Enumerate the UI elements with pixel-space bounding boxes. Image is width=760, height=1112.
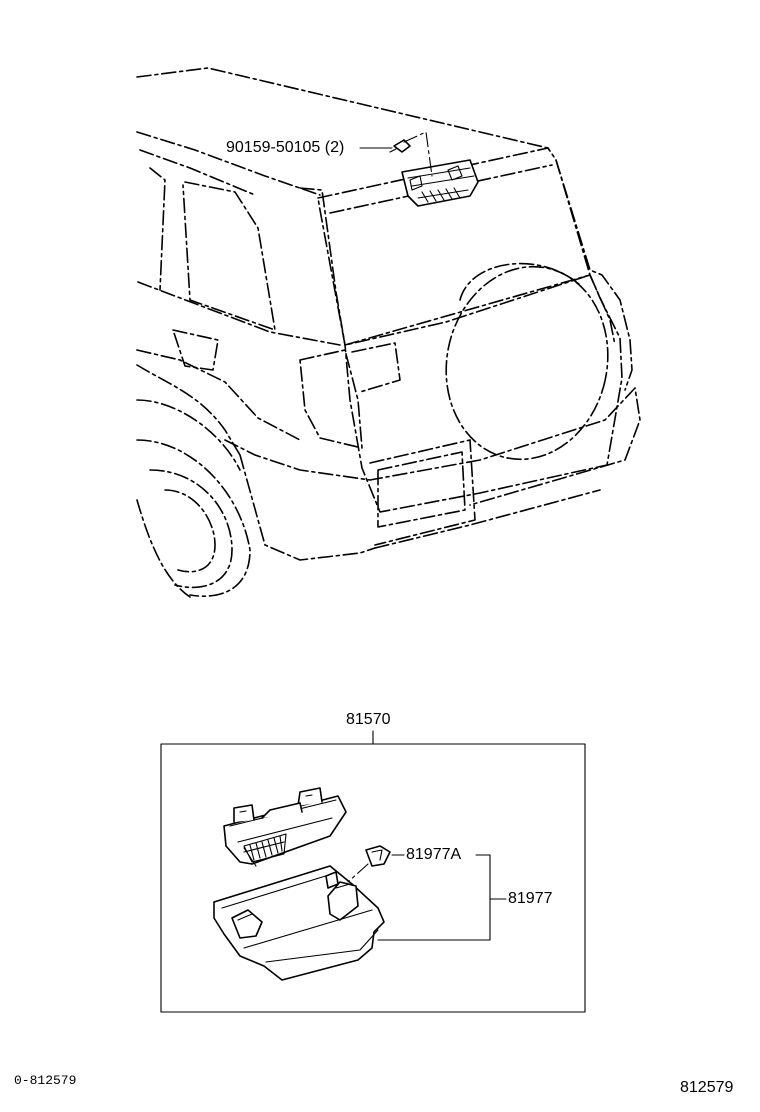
assembly-frame: [160, 743, 586, 1013]
cover-bracket: [377, 854, 491, 941]
footer-left-code: 0-812579: [14, 1073, 77, 1088]
bolt-icon: [389, 139, 411, 153]
bolt-phantom-leader: [403, 131, 433, 177]
installed-stop-lamp: [401, 159, 479, 207]
stop-lamp-unit: [223, 787, 347, 867]
bolt-part-number: 90159-50105 (2): [226, 139, 345, 156]
vehicle-rear-outline: [136, 67, 641, 598]
assembly-part-number: 81570: [346, 711, 391, 728]
spare-tire-outline: [445, 262, 609, 461]
clip-icon: [365, 845, 391, 867]
lamp-cover: [213, 865, 385, 981]
cover-part-number: 81977: [508, 890, 553, 907]
clip-phantom-leader: [347, 863, 369, 883]
footer-right-code: 812579: [680, 1079, 734, 1096]
clip-part-number: 81977A: [406, 846, 462, 863]
